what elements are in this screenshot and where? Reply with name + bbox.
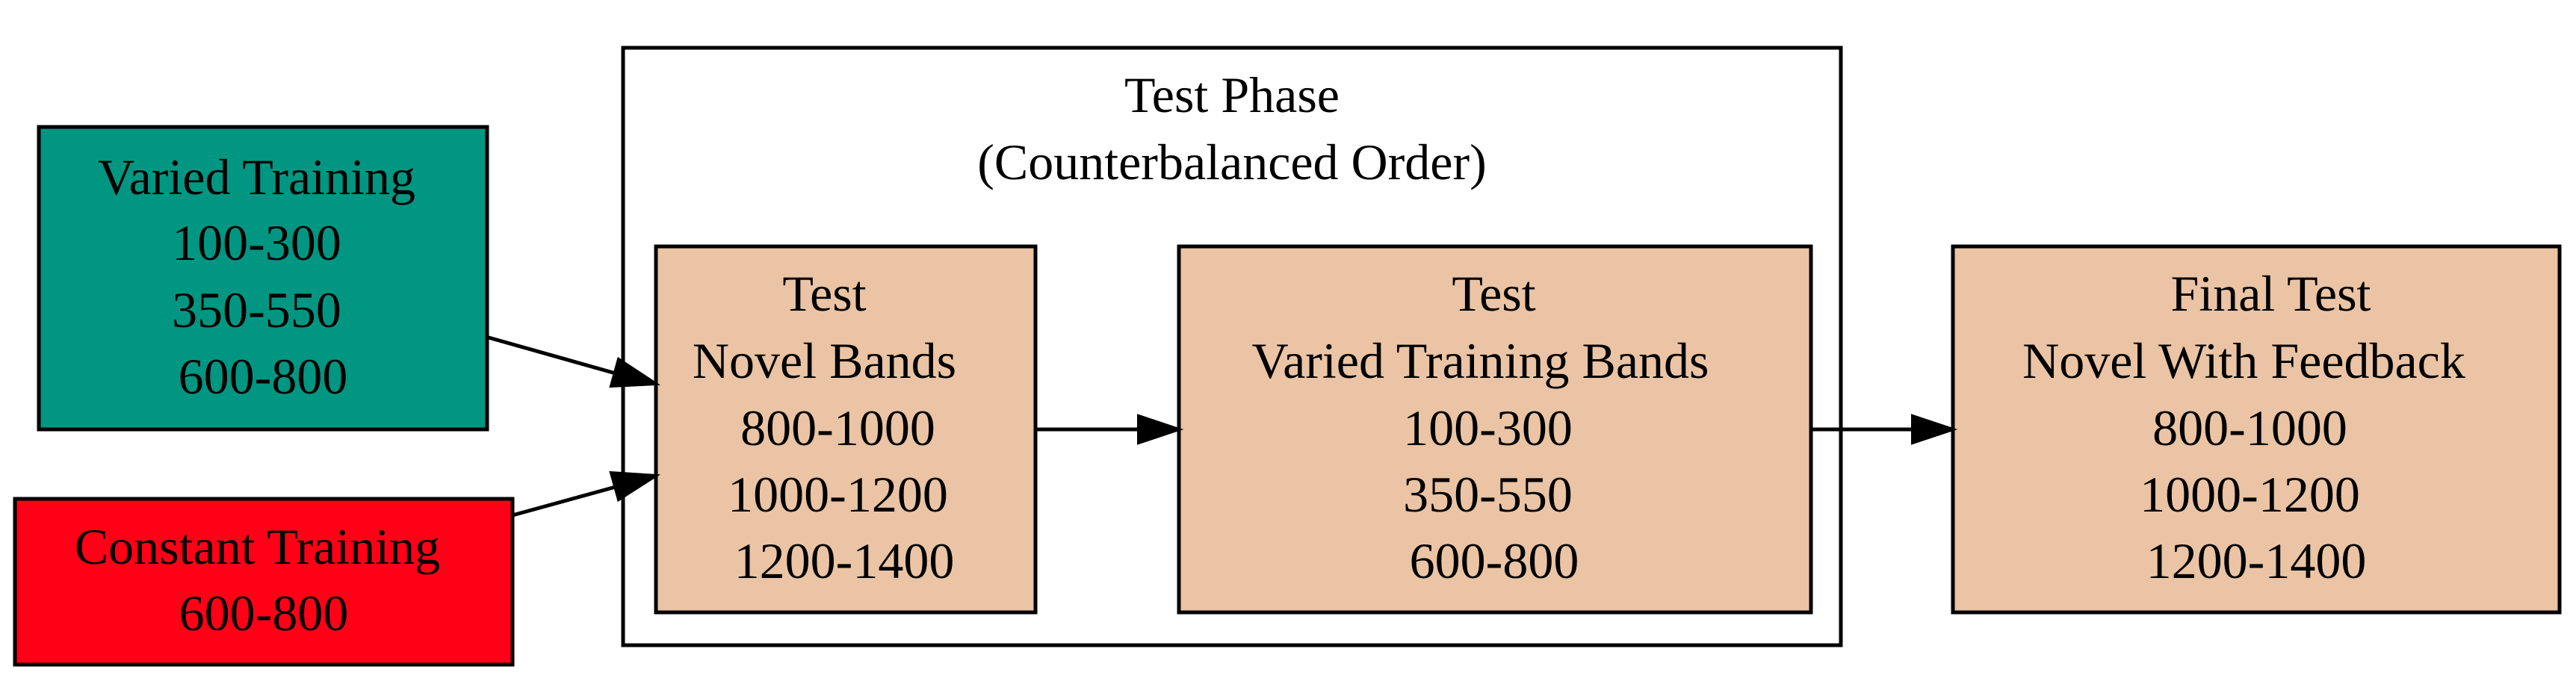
final-test-band: 1000-1200 — [2140, 466, 2360, 523]
test-varied-bands-band: 100-300 — [1403, 400, 1573, 456]
test-novel-bands-subtitle: Novel Bands — [693, 332, 956, 389]
arrowhead-constant-to-test-novel — [609, 470, 661, 503]
varied-training-title: Varied Training — [98, 149, 415, 205]
test-novel-bands-band: 1200-1400 — [734, 532, 955, 589]
test-varied-bands-band: 350-550 — [1403, 466, 1573, 523]
final-test-text: Final Test Novel With Feedback 800-1000 … — [2022, 265, 2478, 589]
arrowhead-varied-to-test-novel — [609, 356, 661, 388]
test-phase-title: Test Phase — [1124, 66, 1340, 123]
test-varied-bands-band: 600-800 — [1410, 532, 1579, 589]
constant-training-node: Constant Training 600-800 — [13, 497, 515, 667]
final-test-band: 1200-1400 — [2146, 532, 2367, 589]
test-varied-bands-text: Test Varied Training Bands 100-300 350-5… — [1252, 265, 1722, 589]
test-novel-bands-box — [654, 244, 1038, 615]
edges — [488, 335, 1958, 518]
edge-constant-to-test-novel — [512, 485, 616, 518]
test-varied-bands-title: Test — [1452, 265, 1535, 322]
test-novel-bands-band: 1000-1200 — [728, 466, 948, 523]
constant-training-box — [13, 497, 515, 667]
final-test-band: 800-1000 — [2152, 400, 2347, 456]
varied-training-box — [37, 125, 489, 432]
varied-training-band: 600-800 — [179, 348, 348, 405]
varied-training-band: 350-550 — [172, 282, 341, 338]
final-test-box — [1951, 244, 2562, 615]
test-varied-bands-subtitle: Varied Training Bands — [1252, 332, 1709, 389]
final-test-title: Final Test — [2171, 265, 2371, 322]
test-varied-bands-node: Test Varied Training Bands 100-300 350-5… — [1177, 244, 1813, 615]
test-phase-subtitle: (Counterbalanced Order) — [977, 134, 1487, 190]
constant-training-band: 600-800 — [179, 585, 349, 641]
varied-training-node: Varied Training 100-300 350-550 600-800 — [37, 125, 489, 432]
test-varied-bands-box — [1177, 244, 1813, 615]
varied-training-band: 100-300 — [172, 214, 341, 271]
test-novel-bands-text: Test Novel Bands 800-1000 1000-1200 1200… — [693, 265, 969, 589]
test-phase-cluster: Test Phase (Counterbalanced Order) — [621, 46, 1843, 647]
constant-training-title: Constant Training — [75, 518, 440, 575]
varied-training-text: Varied Training 100-300 350-550 600-800 — [98, 149, 428, 405]
edge-varied-to-test-novel — [488, 335, 616, 376]
final-test-node: Final Test Novel With Feedback 800-1000 … — [1951, 244, 2562, 615]
test-novel-bands-title: Test — [782, 265, 866, 322]
constant-training-text: Constant Training 600-800 — [75, 518, 453, 641]
arrowhead-test-novel-to-test-varied — [1137, 414, 1184, 445]
final-test-subtitle: Novel With Feedback — [2022, 332, 2465, 389]
test-novel-bands-node: Test Novel Bands 800-1000 1000-1200 1200… — [654, 244, 1038, 615]
test-novel-bands-band: 800-1000 — [740, 400, 935, 456]
test-phase-cluster-border — [621, 46, 1843, 647]
arrowhead-test-varied-to-final-test — [1911, 414, 1958, 445]
